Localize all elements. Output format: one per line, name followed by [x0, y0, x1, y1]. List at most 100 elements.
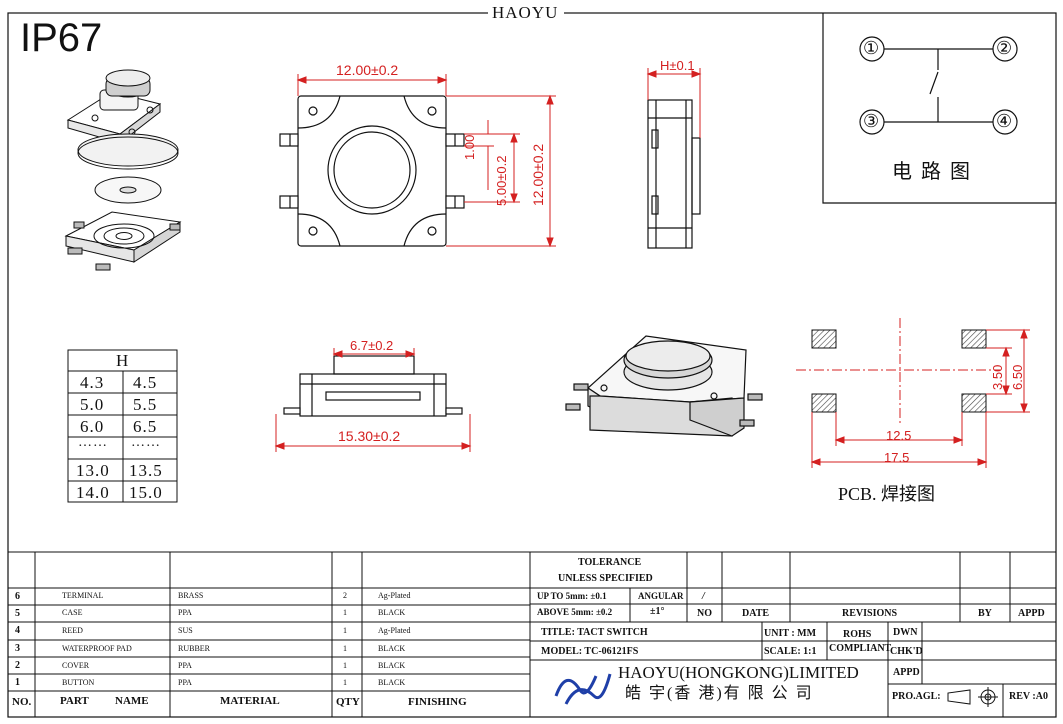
bom-header-no: NO. — [12, 696, 32, 708]
tb-unit: UNIT : MM — [764, 628, 817, 639]
bom-finishing: BLACK — [378, 608, 406, 617]
dim-side-h: H±0.1 — [660, 58, 695, 73]
pcb-dim-17-5: 17.5 — [884, 450, 910, 465]
bom-qty: 1 — [343, 661, 347, 670]
pcb-layout — [796, 318, 1030, 468]
top-view — [279, 95, 465, 247]
bom-material: PPA — [178, 678, 192, 687]
bom-material: PPA — [178, 661, 192, 670]
bom-header-material: MATERIAL — [220, 695, 280, 707]
bom-no: 6 — [15, 591, 20, 602]
circuit-label: 电 路 图 — [892, 161, 972, 183]
dim-overall: 12.00±0.2 — [530, 143, 546, 206]
bom-qty: 2 — [343, 591, 347, 600]
dim-top-width: 12.00±0.2 — [336, 62, 399, 78]
tb-dwn: DWN — [893, 627, 918, 638]
h-table-cell: 5.0 — [80, 395, 105, 414]
h-table-cell: 6.0 — [80, 417, 105, 436]
ip-rating: IP67 — [20, 16, 103, 60]
tb-chkd: CHK'D — [890, 646, 923, 657]
top-view-dimensions — [296, 74, 556, 248]
bom-material: PPA — [178, 608, 192, 617]
title-block-grid — [8, 551, 1056, 717]
bom-header-part: PART — [60, 695, 89, 707]
tb-revisions: REVISIONS — [842, 608, 898, 619]
circuit-diagram — [822, 13, 1056, 204]
bom-no: 1 — [15, 677, 20, 688]
bom-header-finishing: FINISHING — [408, 696, 467, 708]
h-table-cell: 4.3 — [80, 373, 105, 392]
tb-tolerance: TOLERANCE — [578, 557, 642, 568]
h-table-cell: …… — [131, 435, 161, 450]
h-table-cell: 5.5 — [133, 395, 158, 414]
company-name-cn: 皓 宇(香 港)有 限 公 司 — [625, 685, 814, 702]
bom-finishing: BLACK — [378, 644, 406, 653]
h-table-cell: 6.5 — [133, 417, 158, 436]
bom-material: BRASS — [178, 591, 204, 600]
bom-header-qty: QTY — [336, 696, 360, 708]
tb-angular: ANGULAR — [638, 591, 684, 601]
h-table-grid — [67, 349, 178, 503]
bom-material: SUS — [178, 626, 193, 635]
h-table-cell: 13.5 — [129, 461, 163, 480]
bom-part: BUTTON — [62, 678, 95, 687]
bom-no: 4 — [15, 625, 20, 636]
dim-front-top: 6.7±0.2 — [350, 338, 394, 353]
pcb-dim-6-50: 6.50 — [1010, 364, 1025, 390]
bom-no: 2 — [15, 660, 20, 671]
tb-title: TITLE: TACT SWITCH — [541, 627, 648, 638]
company-logo — [554, 673, 612, 705]
h-table-cell: 14.0 — [76, 483, 110, 502]
tb-angular-val: ±1° — [650, 606, 665, 617]
h-table-cell: 4.5 — [133, 373, 158, 392]
side-view — [647, 99, 701, 249]
h-table-cell: 13.0 — [76, 461, 110, 480]
h-table-cell: …… — [78, 435, 108, 450]
drawing-frame — [7, 12, 1057, 718]
tb-rev: REV :A0 — [1009, 691, 1048, 702]
pcb-dim-12-5: 12.5 — [886, 428, 912, 443]
bom-finishing: Ag-Plated — [378, 591, 411, 600]
bom-qty: 1 — [343, 678, 347, 687]
tb-scale: SCALE: 1:1 — [764, 646, 817, 657]
bom-no: 5 — [15, 608, 20, 619]
tb-no: NO — [697, 608, 712, 619]
bom-qty: 1 — [343, 608, 347, 617]
tb-proj-agl: PRO.AGL: — [892, 691, 941, 702]
projection-symbol — [947, 687, 998, 707]
bom-header-name: NAME — [115, 695, 149, 707]
tb-unless: UNLESS SPECIFIED — [558, 573, 653, 584]
tb-date: DATE — [742, 608, 770, 619]
brand-label: HAOYU — [492, 3, 559, 22]
bom-material: RUBBER — [178, 644, 211, 653]
tb-rohs: ROHS — [843, 629, 872, 640]
bom-qty: 1 — [343, 644, 347, 653]
bom-part: CASE — [62, 608, 83, 617]
bom-qty: 1 — [343, 626, 347, 635]
pcb-dim-3-50: 3.50 — [990, 364, 1005, 390]
circuit-pin-4: ④ — [996, 111, 1013, 131]
circuit-pin-2: ② — [996, 38, 1013, 58]
company-name-en: HAOYU(HONGKONG)LIMITED — [618, 663, 859, 682]
dim-pin-pitch: 1.00 — [462, 134, 477, 160]
front-view-dimensions — [274, 348, 472, 452]
bom-part: REED — [62, 626, 83, 635]
bom-part: TERMINAL — [62, 591, 104, 600]
front-view — [283, 355, 463, 417]
bom-finishing: Ag-Plated — [378, 626, 411, 635]
bom-finishing: BLACK — [378, 678, 406, 687]
tb-compliant: COMPLIANT — [829, 643, 892, 654]
pcb-label: PCB. 焊接图 — [838, 484, 936, 504]
circuit-pin-1: ① — [863, 38, 880, 58]
tb-model: MODEL: TC-06121FS — [541, 646, 639, 657]
side-view-dimensions — [646, 68, 702, 138]
bom-finishing: BLACK — [378, 661, 406, 670]
dim-pin-span: 5.00±0.2 — [494, 155, 509, 206]
exploded-view — [64, 69, 182, 271]
bom-part: COVER — [62, 661, 90, 670]
tb-angular-slash: / — [702, 591, 705, 602]
dim-front-width: 15.30±0.2 — [338, 428, 401, 444]
tb-by: BY — [978, 608, 992, 619]
iso-view — [565, 335, 763, 437]
